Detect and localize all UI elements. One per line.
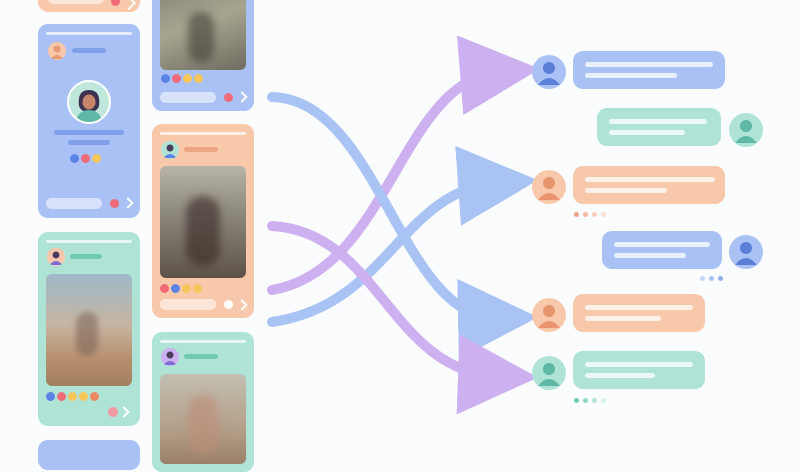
- user-avatar: [532, 356, 566, 390]
- user-avatar: [47, 248, 65, 266]
- flow-diagram: [267, 35, 540, 415]
- chat-bubble: [573, 166, 725, 204]
- heart-icon[interactable]: [81, 154, 90, 163]
- user-avatar: [161, 141, 179, 159]
- wow-icon[interactable]: [193, 284, 202, 293]
- heart-icon[interactable]: [108, 407, 118, 417]
- user-icon: [49, 251, 63, 265]
- feed-card-photo-middle: [152, 124, 254, 318]
- like-icon[interactable]: [171, 284, 180, 293]
- user-icon: [538, 62, 560, 85]
- post-photo: [46, 274, 132, 386]
- flow-arrow-lavender-bottom: [267, 221, 538, 415]
- post-photo: [160, 166, 246, 278]
- username-line: [72, 48, 106, 53]
- chat-bubble: [573, 351, 705, 389]
- user-icon: [50, 45, 64, 59]
- reaction-row[interactable]: [160, 284, 202, 293]
- progress-bar: [46, 240, 132, 243]
- typing-indicator: [700, 276, 723, 281]
- chat-bubble: [602, 231, 722, 269]
- heart-icon: [111, 0, 120, 6]
- feed-card-photo-bottom: [152, 332, 254, 472]
- chat-bubble: [573, 294, 705, 332]
- wow-icon[interactable]: [183, 74, 192, 83]
- person-icon: [76, 90, 102, 122]
- feed-card-photo: [38, 232, 140, 426]
- progress-bar: [160, 340, 246, 343]
- comment-field[interactable]: [160, 299, 216, 310]
- feed-card-photo-top: [152, 0, 254, 111]
- reaction-row[interactable]: [46, 392, 99, 401]
- heart-icon[interactable]: [224, 93, 233, 102]
- user-avatar: [729, 235, 763, 269]
- heart-icon[interactable]: [57, 392, 66, 401]
- comment-field[interactable]: [46, 198, 102, 209]
- wow-icon[interactable]: [194, 74, 203, 83]
- user-avatar: [532, 55, 566, 89]
- user-icon: [538, 305, 560, 328]
- username-line: [70, 254, 102, 259]
- user-avatar: [532, 170, 566, 204]
- reaction-row[interactable]: [161, 74, 203, 83]
- chat-bubble: [573, 51, 725, 89]
- user-icon: [163, 144, 177, 158]
- profile-photo: [67, 80, 111, 124]
- wow-icon[interactable]: [182, 284, 191, 293]
- typing-indicator: [574, 398, 606, 403]
- wow-icon[interactable]: [68, 392, 77, 401]
- progress-bar: [46, 32, 132, 35]
- wow-icon[interactable]: [92, 154, 101, 163]
- bio-line-short: [68, 140, 110, 145]
- user-avatar: [729, 113, 763, 147]
- post-photo: [160, 0, 246, 70]
- reaction-row[interactable]: [70, 154, 101, 163]
- like-icon[interactable]: [161, 74, 170, 83]
- heart-icon[interactable]: [172, 74, 181, 83]
- flow-arrow-lavender-top: [267, 35, 540, 295]
- user-icon: [735, 120, 757, 143]
- heart-icon[interactable]: [160, 284, 169, 293]
- user-icon: [538, 177, 560, 200]
- progress-bar: [160, 132, 246, 135]
- typing-indicator: [574, 212, 606, 217]
- comment-field: [48, 0, 104, 4]
- like-icon[interactable]: [70, 154, 79, 163]
- heart-icon[interactable]: [110, 199, 119, 208]
- angry-icon[interactable]: [90, 392, 99, 401]
- feed-card-profile: [38, 24, 140, 218]
- user-icon: [735, 242, 757, 265]
- like-icon[interactable]: [46, 392, 55, 401]
- wow-icon[interactable]: [79, 392, 88, 401]
- user-icon: [163, 351, 177, 365]
- flow-arrow-blue-bottom: [267, 92, 538, 359]
- username-line: [184, 147, 218, 152]
- username-line: [184, 354, 218, 359]
- user-avatar: [48, 42, 66, 60]
- flow-arrow-blue-middle: [267, 146, 538, 327]
- chat-bubble: [597, 108, 721, 146]
- user-avatar: [161, 348, 179, 366]
- user-icon: [538, 363, 560, 386]
- comment-field[interactable]: [160, 92, 216, 103]
- post-photo: [160, 374, 246, 464]
- bio-line: [54, 130, 124, 135]
- user-avatar: [532, 298, 566, 332]
- heart-icon[interactable]: [224, 300, 233, 309]
